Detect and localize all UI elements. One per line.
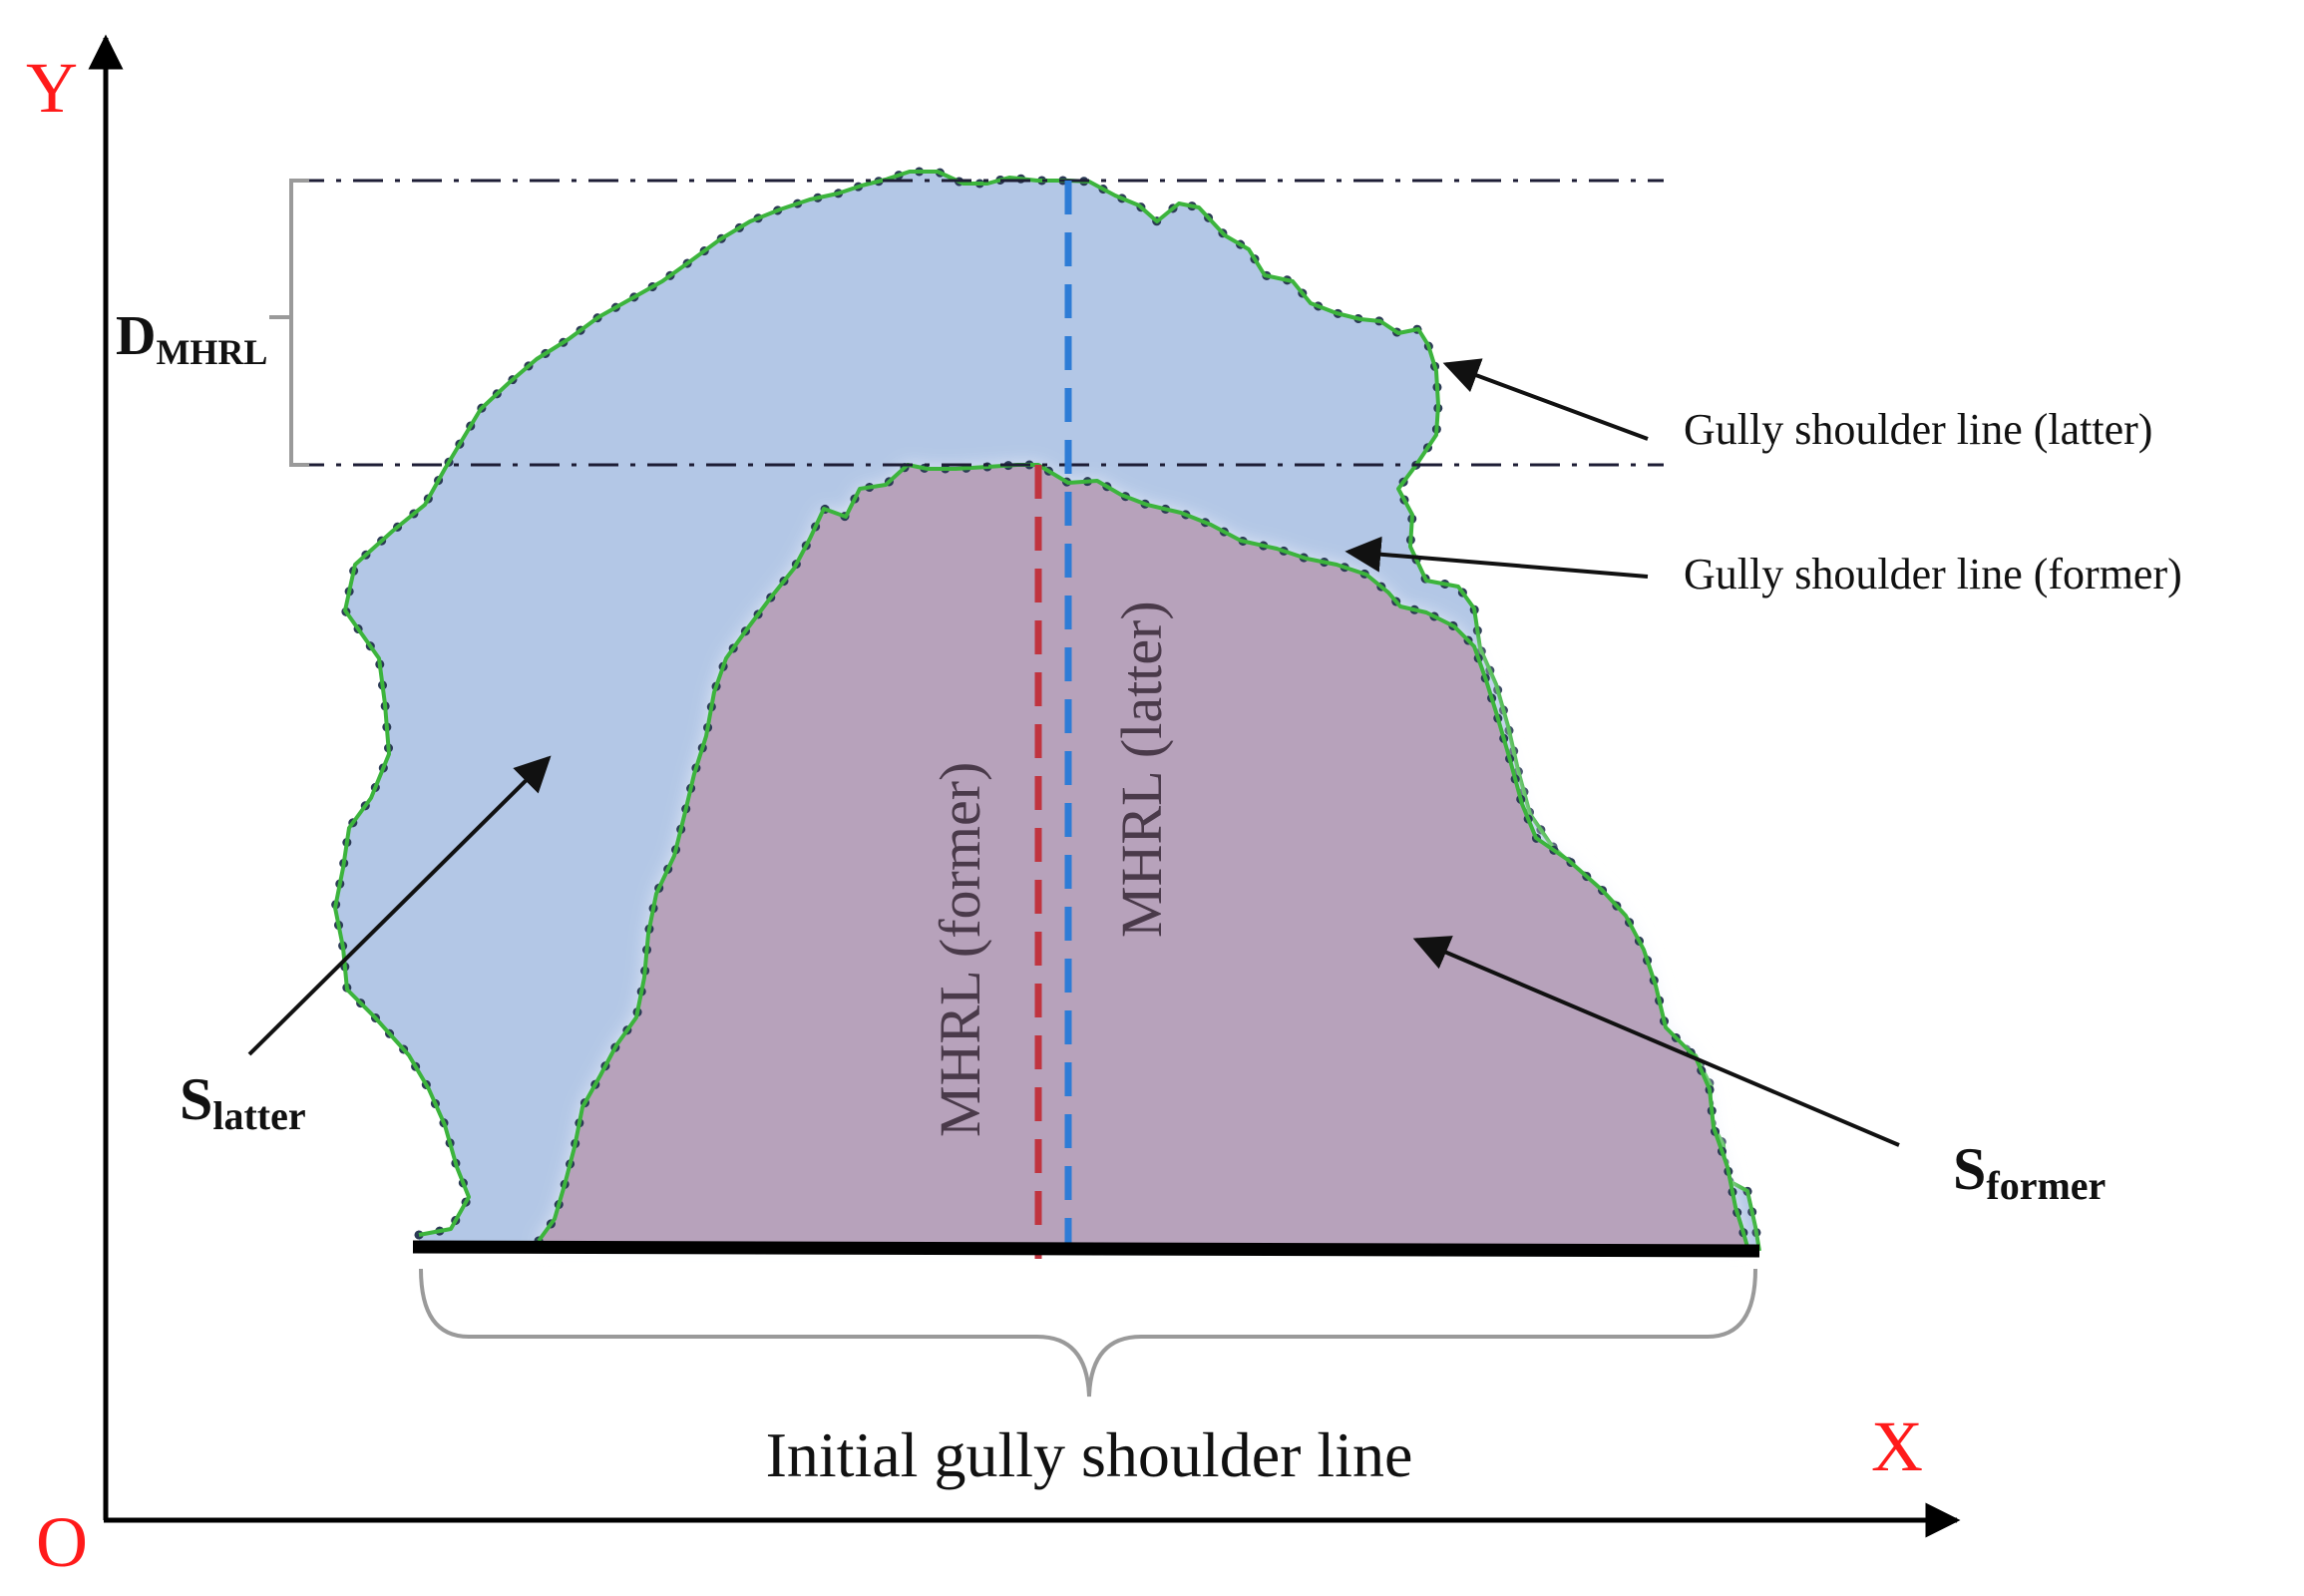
gully-shoulder-line-former-label: Gully shoulder line (former) [1684, 550, 2182, 598]
initial-line-brace [419, 1268, 1757, 1397]
former-region [534, 460, 1752, 1252]
gully-shoulder-line-latter [333, 170, 1761, 1252]
mhrl-former-label: MHRL (former) [928, 762, 992, 1137]
x-axis-label: X [1871, 1406, 1923, 1486]
gully-shoulder-line-latter-label: Gully shoulder line (latter) [1684, 405, 2152, 454]
s-former-arrow [1412, 936, 1900, 1147]
s-latter-arrow [247, 755, 552, 1056]
d-mhrl-label: DMHRL [116, 305, 267, 372]
s-latter-label: Slatter [180, 1066, 306, 1138]
latter-callout-arrow [1442, 358, 1649, 441]
s-former-label: Sformer [1953, 1136, 2106, 1208]
former-callout-arrow [1344, 536, 1649, 579]
initial-gully-shoulder-line [412, 1240, 1760, 1258]
initial-gully-shoulder-line-label: Initial gully shoulder line [766, 1419, 1413, 1490]
origin-label: O [36, 1502, 88, 1582]
d-mhrl-bracket [269, 179, 309, 467]
former-gully-area [539, 465, 1747, 1247]
mhrl-latter-label: MHRL (latter) [1109, 600, 1174, 938]
gully-shoulder-line-former [537, 463, 1749, 1248]
y-axis-label: Y [26, 48, 78, 128]
